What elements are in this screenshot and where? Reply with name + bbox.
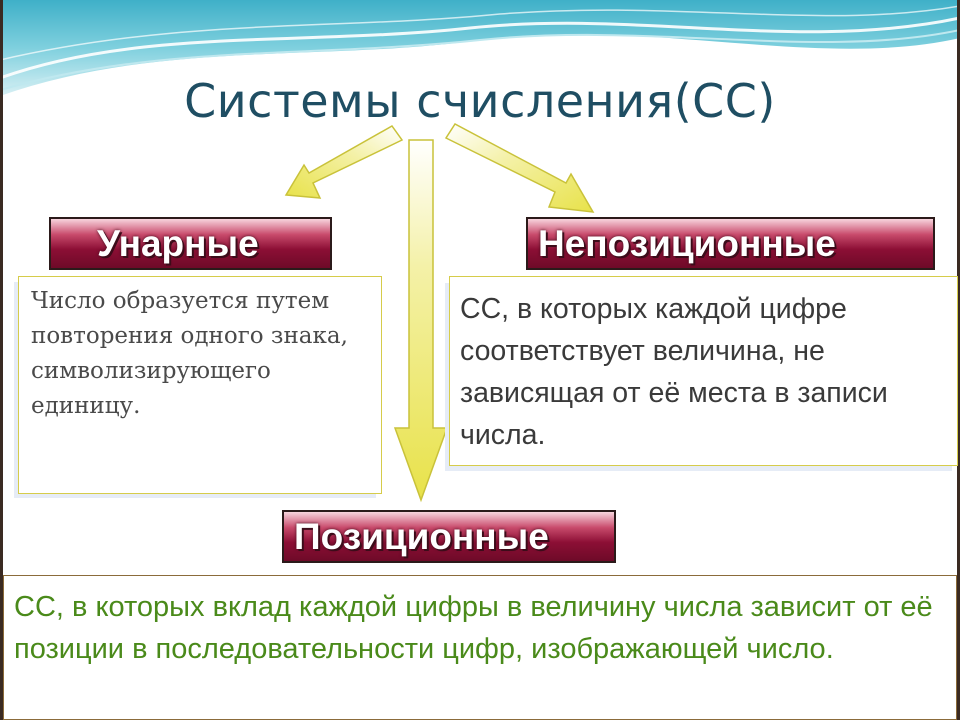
non-positional-label-box: Непозиционные: [526, 217, 935, 270]
positional-label: Позиционные: [294, 515, 549, 557]
header-wave: [0, 0, 960, 96]
positional-label-box: Позиционные: [282, 510, 616, 563]
unary-label: Унарные: [97, 222, 259, 264]
non-positional-description: СС, в которых каждой цифре соответствует…: [449, 276, 958, 466]
slide-title: Системы счисления(СС): [184, 74, 776, 128]
non-positional-label: Непозиционные: [538, 222, 836, 264]
positional-description: СС, в которых вклад каждой цифры в велич…: [3, 575, 957, 720]
slide-frame-right: [957, 0, 960, 720]
arrow-left: [284, 125, 404, 199]
slide-frame-left: [0, 0, 3, 720]
unary-label-box: Унарные: [49, 217, 332, 270]
arrow-right: [444, 123, 595, 213]
unary-description: Число образуется путем повторения одного…: [18, 276, 382, 494]
arrow-down: [393, 139, 449, 503]
